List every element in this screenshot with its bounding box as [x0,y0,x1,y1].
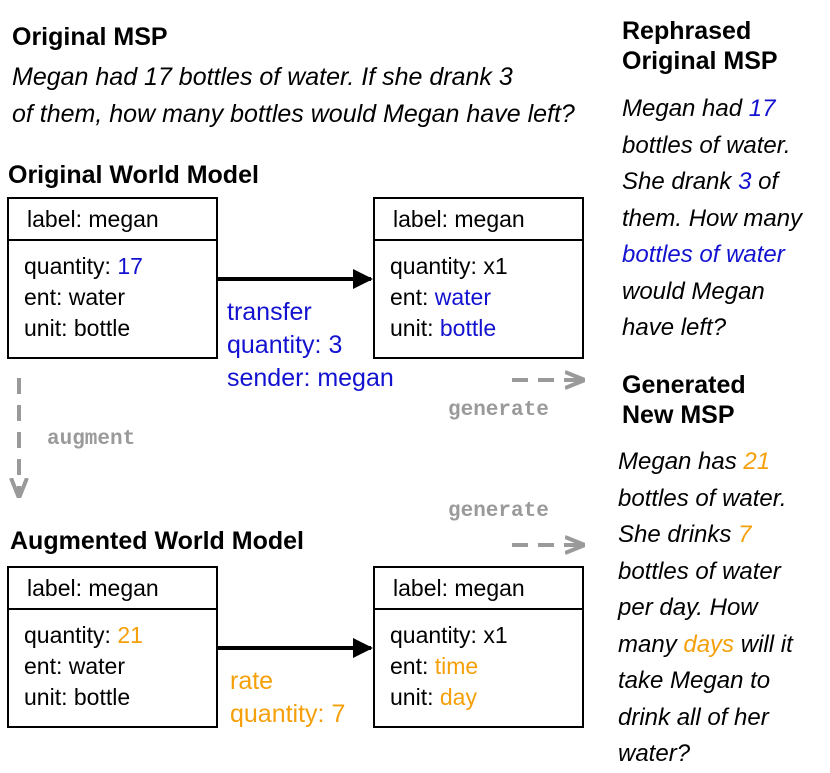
relation-line: transfer [227,298,312,326]
highlight-value: bottle [439,315,497,341]
node-unit: unit: bottle [24,684,131,710]
original-msp-text: Megan had 17 bottles of water. If she dr… [12,59,575,133]
generate-label-bottom: generate [448,500,549,523]
augment-label: augment [47,428,136,451]
generated-title: Generated New MSP [622,371,746,429]
highlight-value: 21 [117,622,143,648]
augmented-source-node: label: megan quantity: 21 ent: water uni… [7,566,218,728]
highlight-value: day [439,684,477,710]
node-label: label: megan [375,199,582,241]
augmented-relation-label: rate quantity: 7 [230,665,345,731]
highlight-value: days [683,630,735,658]
node-unit: unit: day [390,684,477,710]
relation-line: sender: megan [227,364,394,392]
augmented-world-model-title: Augmented World Model [10,527,304,555]
node-ent: ent: water [390,284,492,310]
node-quantity: quantity: 17 [24,253,143,279]
node-ent: ent: water [24,284,126,310]
highlight-value: 17 [748,95,776,122]
original-relation-label: transfer quantity: 3 sender: megan [227,296,394,395]
highlight-value: 17 [117,253,143,279]
original-msp-line: Megan had 17 bottles of water. If she dr… [12,63,513,91]
relation-line: quantity: 7 [230,700,346,728]
node-label: label: megan [9,568,216,610]
relation-line: quantity: 3 [227,331,343,359]
original-world-model-title: Original World Model [8,161,259,189]
rephrased-title: Rephrased Original MSP [622,17,778,75]
original-msp-line: of them, how many bottles would Megan ha… [12,100,575,128]
original-target-node: label: megan quantity: x1 ent: water uni… [373,197,584,359]
highlight-value: 3 [738,168,752,195]
node-unit: unit: bottle [390,315,497,341]
relation-line: rate [230,667,274,695]
node-quantity: quantity: x1 [390,253,508,279]
original-source-node: label: megan quantity: 17 ent: water uni… [7,197,218,359]
node-unit: unit: bottle [24,315,131,341]
node-quantity: quantity: 21 [24,622,143,648]
original-msp-title: Original MSP [12,23,168,51]
highlight-value: 7 [738,521,752,548]
generate-label-top: generate [448,399,549,422]
node-ent: ent: time [390,653,479,679]
node-label: label: megan [375,568,582,610]
augmented-target-node: label: megan quantity: x1 ent: time unit… [373,566,584,728]
highlight-value: time [434,653,479,679]
highlight-value: 21 [743,448,771,475]
node-quantity: quantity: x1 [390,622,508,648]
rephrased-msp-text: Megan had 17 bottles of water. She drank… [622,95,803,341]
node-ent: ent: water [24,653,125,679]
highlight-value: bottles of water [622,241,785,268]
highlight-value: water [434,284,492,310]
generated-msp-text: Megan has 21 bottles of water. She drink… [618,448,793,767]
node-label: label: megan [9,199,216,241]
